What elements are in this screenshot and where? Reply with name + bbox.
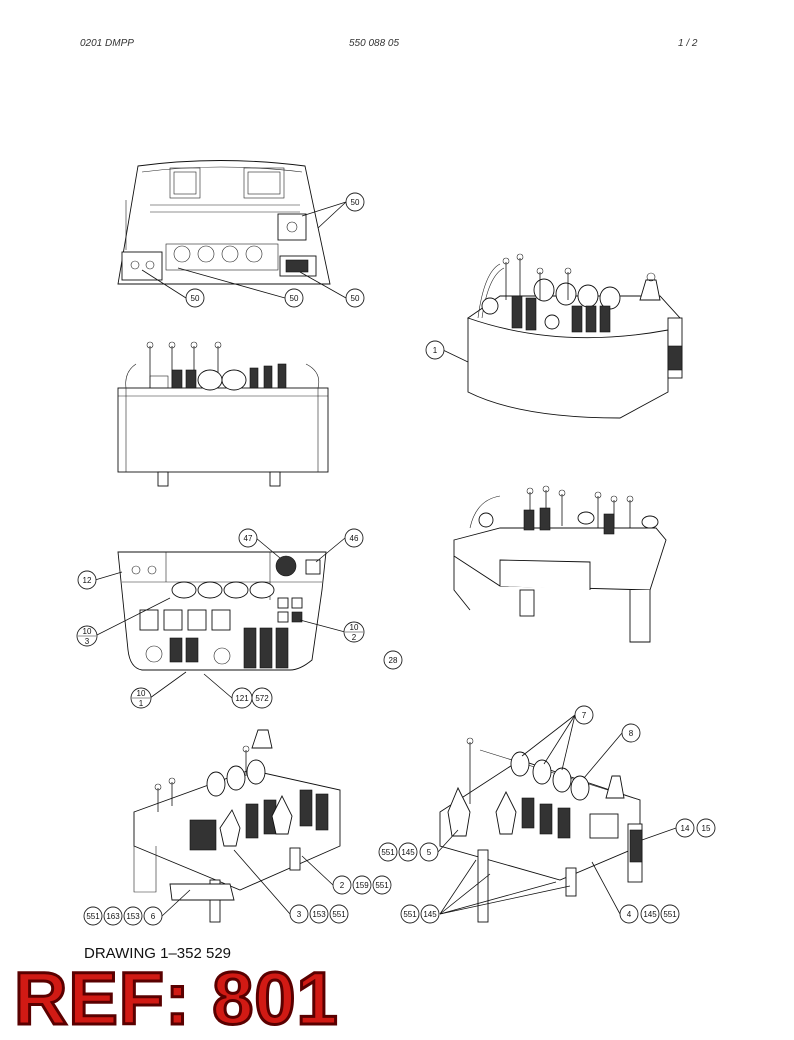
callout-163: 163 (103, 906, 123, 926)
svg-text:163: 163 (106, 912, 120, 921)
svg-text:10: 10 (83, 627, 92, 636)
svg-text:145: 145 (643, 910, 657, 919)
callout-551-right: 551 (660, 904, 680, 924)
svg-text:28: 28 (389, 656, 398, 665)
svg-text:551: 551 (375, 881, 389, 890)
svg-text:153: 153 (126, 912, 140, 921)
svg-text:15: 15 (702, 824, 711, 833)
callout-10-1: 101 (130, 687, 152, 709)
svg-text:121: 121 (235, 694, 249, 703)
callout-153-left: 153 (123, 906, 143, 926)
svg-text:159: 159 (355, 881, 369, 890)
callout-50-right: 50 (345, 288, 365, 308)
svg-text:551: 551 (86, 912, 100, 921)
svg-text:47: 47 (244, 534, 253, 543)
svg-text:572: 572 (255, 694, 269, 703)
svg-text:6: 6 (151, 912, 156, 921)
svg-text:551: 551 (332, 910, 346, 919)
svg-text:1: 1 (433, 346, 438, 355)
svg-text:7: 7 (582, 711, 587, 720)
callout-7: 7 (574, 705, 594, 725)
callout-12: 12 (77, 570, 97, 590)
front-panel-view (117, 551, 327, 671)
svg-text:50: 50 (351, 294, 360, 303)
interior-view-right (439, 737, 643, 923)
svg-text:551: 551 (663, 910, 677, 919)
svg-text:10: 10 (350, 623, 359, 632)
callout-28: 28 (383, 650, 403, 670)
callout-145-bottom: 145 (420, 904, 440, 924)
isometric-view-1 (467, 253, 683, 419)
callout-10-3: 103 (76, 625, 98, 647)
callout-46: 46 (344, 528, 364, 548)
interior-view-left (133, 729, 341, 923)
callout-159: 159 (352, 875, 372, 895)
callout-551-bottom-right: 551 (400, 904, 420, 924)
svg-text:8: 8 (629, 729, 634, 738)
callout-4: 4 (619, 904, 639, 924)
callout-14: 14 (675, 818, 695, 838)
reference-label: REF: 801 (13, 957, 340, 1040)
isometric-view-2 (453, 485, 667, 643)
callout-5: 5 (419, 842, 439, 862)
svg-text:145: 145 (423, 910, 437, 919)
callout-3: 3 (289, 904, 309, 924)
svg-text:145: 145 (401, 848, 415, 857)
svg-text:12: 12 (83, 576, 92, 585)
svg-text:50: 50 (191, 294, 200, 303)
svg-text:4: 4 (627, 910, 632, 919)
callout-50-left: 50 (185, 288, 205, 308)
header-part-number: 550 088 05 (349, 38, 400, 49)
callout-145-right: 145 (640, 904, 660, 924)
callout-6: 6 (143, 906, 163, 926)
callout-551-top: 551 (378, 842, 398, 862)
svg-text:50: 50 (351, 198, 360, 207)
rear-panel-view (117, 160, 331, 285)
callout-2: 2 (332, 875, 352, 895)
side-view (117, 341, 329, 487)
header-page-number: 1 / 2 (678, 38, 698, 49)
svg-text:3: 3 (85, 637, 90, 646)
svg-text:2: 2 (352, 633, 357, 642)
svg-text:1: 1 (139, 699, 144, 708)
svg-text:10: 10 (137, 689, 146, 698)
callout-572: 572 (251, 687, 273, 709)
svg-text:3: 3 (297, 910, 302, 919)
callout-10-2: 102 (343, 621, 365, 643)
callout-50-top: 50 (345, 192, 365, 212)
svg-text:14: 14 (681, 824, 690, 833)
callout-47: 47 (238, 528, 258, 548)
svg-text:50: 50 (290, 294, 299, 303)
callout-551-bottom-left: 551 (329, 904, 349, 924)
svg-text:153: 153 (312, 910, 326, 919)
svg-text:46: 46 (350, 534, 359, 543)
svg-text:2: 2 (340, 881, 345, 890)
callout-153-mid: 153 (309, 904, 329, 924)
callout-8: 8 (621, 723, 641, 743)
callout-15: 15 (696, 818, 716, 838)
callout-group: 50 50 50 50 1 47 46 12 103 102 28 101 12… (76, 192, 716, 926)
header-code: 0201 DMPP (80, 38, 134, 49)
callout-50-middle: 50 (284, 288, 304, 308)
svg-text:5: 5 (427, 848, 432, 857)
callout-145-top: 145 (398, 842, 418, 862)
callout-551-mid: 551 (372, 875, 392, 895)
drawing-number: DRAWING 1–352 529 (84, 945, 232, 962)
callout-551-left: 551 (83, 906, 103, 926)
svg-text:551: 551 (403, 910, 417, 919)
callout-121: 121 (231, 687, 253, 709)
svg-text:551: 551 (381, 848, 395, 857)
callout-1: 1 (425, 340, 445, 360)
